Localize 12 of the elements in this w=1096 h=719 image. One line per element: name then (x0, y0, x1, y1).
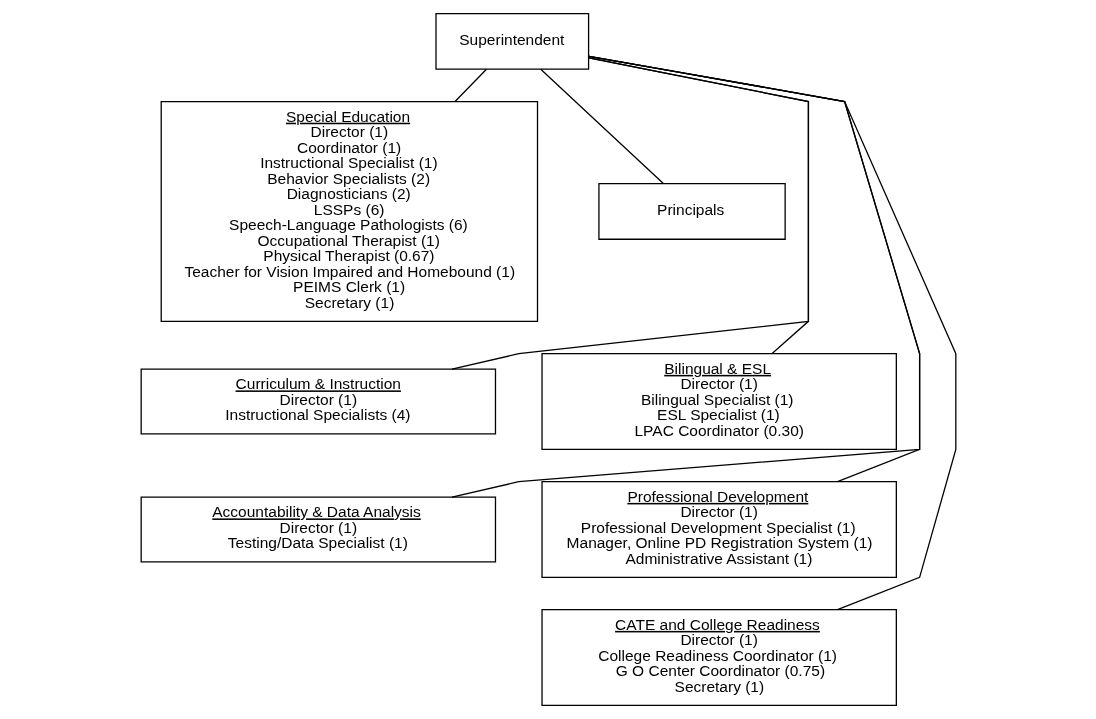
connector (450, 55, 920, 498)
connector (539, 68, 664, 184)
node-box: Special Education Director (1) Coordinator (1) Instructional Specialist (1) Behavior Specialists (2) Diagnosticians (2) LSSPs (6) Speech-Language Pathologists (6) Occupational Therapist (1) Physical Therapist (0.67) Teacher for Vision Impaired and Homebound (1) PEIMS Clerk (1) Secretary (1) (160, 100, 538, 322)
node-box: CATE and College Readiness Director (1) College Readiness Coordinator (1) G O Center Coordinator (0.75) Secretary (1) (540, 609, 897, 707)
node-box: Superintendent (434, 12, 589, 70)
node-box: Accountability & Data Analysis Director (1) Testing/Data Specialist (1) (140, 496, 496, 563)
node-box: Curriculum & Instruction Director (1) Instructional Specialists (4) (140, 368, 496, 435)
node-box: Principals (597, 183, 786, 240)
connector (453, 68, 487, 103)
connector (450, 57, 809, 370)
node-box: Professional Development Director (1) Professional Development Specialist (1) Manager, Online PD Registration System (1) Administrative Assistant (1) (540, 481, 897, 579)
node-box: Bilingual & ESL Director (1) Bilingual Specialist (1) ESL Specialist (1) LPAC Coordinator (0.30) (540, 353, 897, 450)
